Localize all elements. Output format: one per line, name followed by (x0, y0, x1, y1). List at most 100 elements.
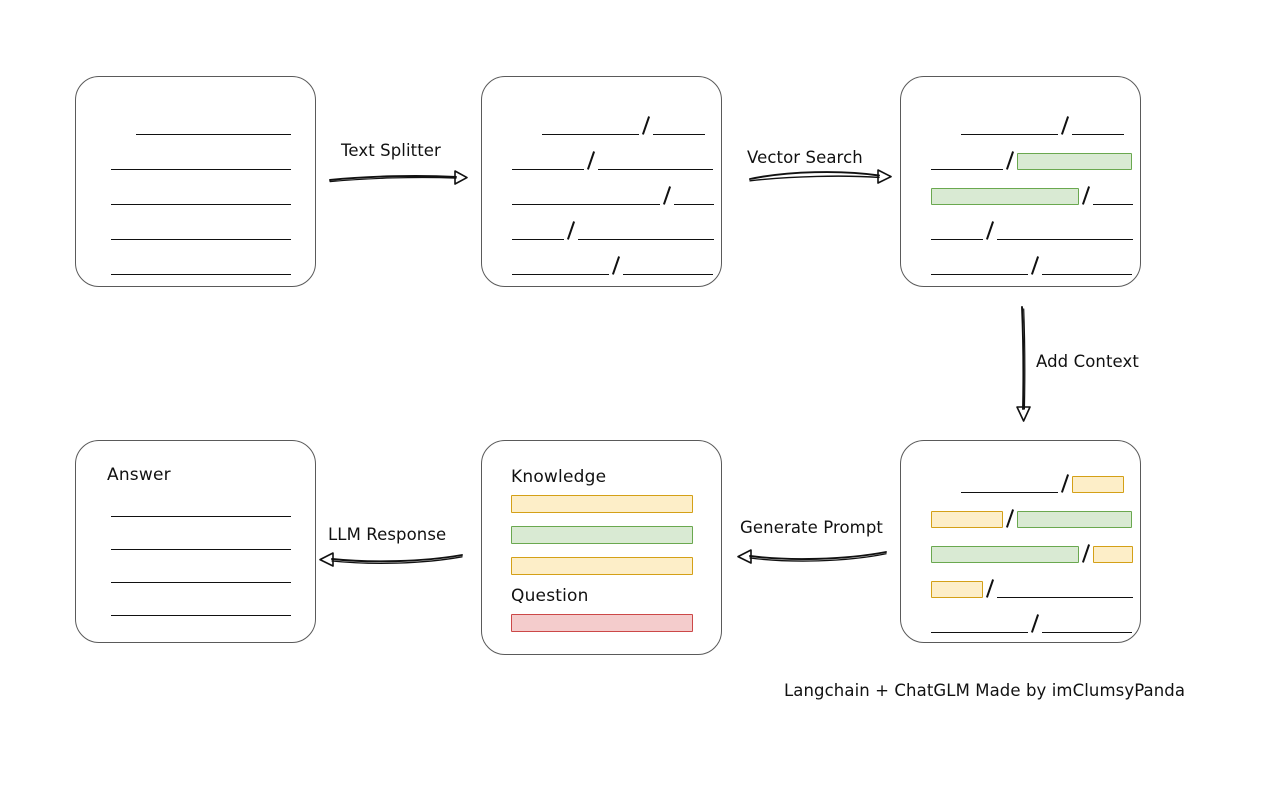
text-row (901, 613, 1140, 633)
text-line (111, 156, 291, 170)
text-line (931, 261, 1028, 275)
slash-separator (639, 116, 653, 135)
arrow-label-text-splitter: Text Splitter (341, 141, 441, 160)
slash-separator (564, 221, 578, 240)
text-line (111, 569, 291, 583)
arrow-llm-response (319, 552, 463, 567)
text-line (111, 191, 291, 205)
question-bar-red (511, 614, 693, 632)
text-line (512, 156, 584, 170)
knowledge-label: Knowledge (511, 467, 607, 487)
knowledge-bar-yellow (511, 557, 693, 575)
context-chunks-rows (901, 441, 1140, 642)
text-row (901, 508, 1140, 528)
text-line (1072, 121, 1124, 135)
highlight-chip-green (1017, 511, 1132, 528)
slash-separator (1079, 186, 1093, 205)
text-row (482, 150, 721, 170)
text-row (76, 220, 315, 240)
text-line (653, 121, 705, 135)
arrow-vector-search (749, 169, 892, 184)
highlight-chip-yellow (1093, 546, 1133, 563)
text-line (1042, 619, 1132, 633)
arrow-generate-prompt (737, 549, 887, 564)
text-line (961, 479, 1058, 493)
highlight-chip-yellow (931, 581, 983, 598)
text-row (482, 255, 721, 275)
text-line (623, 261, 713, 275)
arrow-label-llm-response: LLM Response (328, 525, 447, 544)
highlight-chip-yellow (1072, 476, 1124, 493)
arrow-label-generate-prompt: Generate Prompt (740, 518, 883, 537)
text-line (997, 226, 1133, 240)
text-row (76, 255, 315, 275)
text-row (76, 115, 315, 135)
source-document-rows (76, 77, 315, 286)
slash-separator (1058, 474, 1072, 493)
slash-separator (1003, 509, 1017, 528)
text-line (931, 226, 983, 240)
text-row (901, 578, 1140, 598)
text-row (482, 185, 721, 205)
card-prompt[interactable]: Knowledge Question (481, 440, 722, 655)
text-line (931, 156, 1003, 170)
split-chunks-rows (482, 77, 721, 286)
highlight-chip-green (1017, 153, 1132, 170)
footer-credit: Langchain + ChatGLM Made by imClumsyPand… (784, 681, 1186, 700)
text-row (76, 530, 315, 550)
text-line (512, 261, 609, 275)
text-row (901, 185, 1140, 205)
slash-separator (983, 579, 997, 598)
arrow-label-add-context: Add Context (1036, 352, 1139, 371)
card-split-chunks[interactable] (481, 76, 722, 287)
text-row (901, 473, 1140, 493)
card-context-chunks[interactable] (900, 440, 1141, 643)
slash-separator (1028, 256, 1042, 275)
highlight-chip-green (931, 546, 1079, 563)
card-answer[interactable]: Answer (75, 440, 316, 643)
text-row (901, 255, 1140, 275)
text-line (512, 191, 660, 205)
answer-title: Answer (107, 465, 171, 485)
text-line (512, 226, 564, 240)
knowledge-bar-yellow (511, 495, 693, 513)
text-line (111, 226, 291, 240)
text-line (1042, 261, 1132, 275)
text-line (931, 619, 1028, 633)
text-row (76, 563, 315, 583)
text-row (901, 543, 1140, 563)
slash-separator (584, 151, 598, 170)
text-line (997, 584, 1133, 598)
text-line (598, 156, 713, 170)
text-row (901, 115, 1140, 135)
text-line (961, 121, 1058, 135)
text-row (76, 185, 315, 205)
card-source-document[interactable] (75, 76, 316, 287)
text-line (111, 536, 291, 550)
question-label: Question (511, 586, 589, 606)
text-line (111, 602, 291, 616)
arrow-label-vector-search: Vector Search (747, 148, 863, 167)
answer-rows (76, 441, 315, 642)
text-line (111, 503, 291, 517)
text-line (674, 191, 714, 205)
slash-separator (1079, 544, 1093, 563)
text-line (578, 226, 714, 240)
text-line (542, 121, 639, 135)
knowledge-bar-green (511, 526, 693, 544)
text-row (76, 150, 315, 170)
text-row (901, 150, 1140, 170)
text-row (76, 596, 315, 616)
text-row (482, 115, 721, 135)
card-retrieved-chunks[interactable] (900, 76, 1141, 287)
highlight-chip-yellow (931, 511, 1003, 528)
arrow-text-splitter (329, 170, 468, 185)
text-line (1093, 191, 1133, 205)
slash-separator (609, 256, 623, 275)
highlight-chip-green (931, 188, 1079, 205)
text-line (136, 121, 291, 135)
slash-separator (1028, 614, 1042, 633)
text-row (76, 497, 315, 517)
text-line (111, 261, 291, 275)
